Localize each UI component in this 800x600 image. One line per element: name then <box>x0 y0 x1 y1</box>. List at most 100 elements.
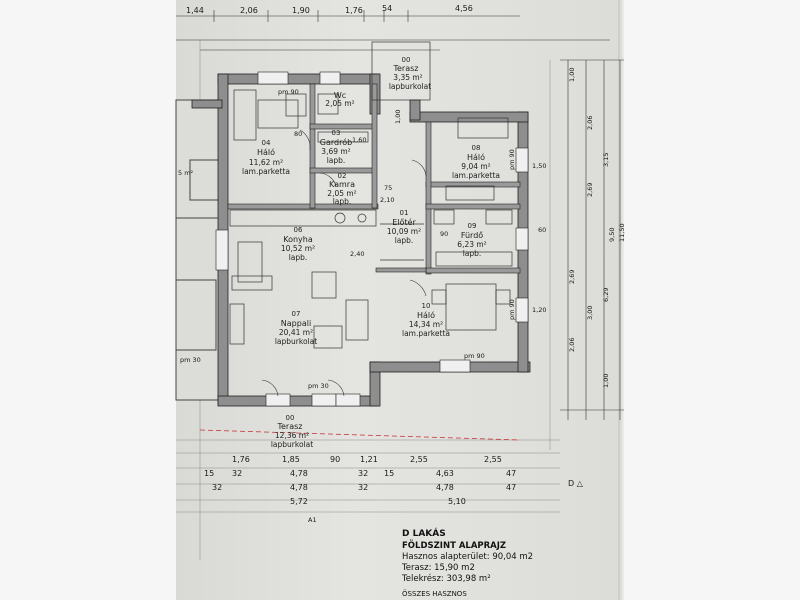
dim-160: 1,60 <box>352 136 366 144</box>
svg-text:Fürdő: Fürdő <box>461 231 483 240</box>
svg-text:00: 00 <box>402 56 411 64</box>
svg-text:Háló: Háló <box>467 152 485 162</box>
svg-text:03: 03 <box>332 129 341 137</box>
dim-210: 2,10 <box>380 196 394 204</box>
room-terrace-top: 00 Terasz 3,35 m² lapburkolat <box>389 56 431 91</box>
svg-text:Terasz: Terasz <box>276 422 302 431</box>
bottom-dim-r2-7: 47 <box>506 469 516 478</box>
dim-pm90-right2: pm 90 <box>508 299 516 320</box>
svg-text:07: 07 <box>292 310 301 318</box>
top-dim-5: 54 <box>382 4 392 13</box>
svg-text:Wc: Wc <box>334 91 346 100</box>
right-dim-300: 3,00 <box>586 306 594 320</box>
svg-text:lapb.: lapb. <box>333 197 352 206</box>
dim-60: 60 <box>538 226 546 234</box>
svg-text:04: 04 <box>262 139 271 147</box>
bottom-dim-r2-4: 32 <box>358 469 368 478</box>
top-dim-1: 1,44 <box>186 6 204 15</box>
section-marker: A1 <box>308 516 317 524</box>
bottom-dim-r4-2: 5,10 <box>448 497 466 506</box>
svg-text:Gardrób: Gardrób <box>320 137 352 147</box>
svg-text:lapb.: lapb. <box>327 156 346 165</box>
bottom-dim-r3-3: 32 <box>358 483 368 492</box>
title-line-6: ÖSSZES HASZNOS <box>402 589 467 598</box>
title-line-2: FÖLDSZINT ALAPRAJZ <box>402 540 506 551</box>
bottom-dim-r2-1: 15 <box>204 469 214 478</box>
room-terrace-bottom: 00 Terasz 12,36 m² lapburkolat <box>271 414 313 449</box>
svg-text:6,23 m²: 6,23 m² <box>457 240 486 249</box>
bottom-dim-r2-5: 15 <box>384 469 394 478</box>
svg-text:lapburkolat: lapburkolat <box>389 82 431 91</box>
svg-text:Nappali: Nappali <box>281 319 311 328</box>
svg-text:lapb.: lapb. <box>395 236 414 245</box>
bottom-dim-r1-6: 2,55 <box>484 455 502 464</box>
background-left <box>0 0 176 600</box>
side-marker: D △ <box>568 479 584 488</box>
svg-text:Konyha: Konyha <box>283 235 313 244</box>
right-dim-269: 2,69 <box>586 183 594 197</box>
right-dim-206-top: 2,06 <box>586 116 594 130</box>
svg-text:lapb.: lapb. <box>463 249 482 258</box>
dim-100: 1,00 <box>394 110 402 124</box>
svg-text:10,52 m²: 10,52 m² <box>281 244 315 253</box>
right-dim-629: 6,29 <box>602 288 610 302</box>
bottom-dim-r1-5: 2,55 <box>410 455 428 464</box>
bottom-dim-r2-3: 4,78 <box>290 469 308 478</box>
svg-text:lam.parketta: lam.parketta <box>402 329 450 338</box>
svg-text:20,41 m²: 20,41 m² <box>279 328 313 337</box>
windows <box>215 71 529 407</box>
svg-text:3,35 m²: 3,35 m² <box>393 73 422 82</box>
svg-text:01: 01 <box>400 209 409 217</box>
bottom-dim-r3-5: 47 <box>506 483 516 492</box>
interior-walls <box>227 83 521 275</box>
svg-text:Háló: Háló <box>417 310 435 320</box>
bottom-dim-r3-4: 4,78 <box>436 483 454 492</box>
dim-240: 2,40 <box>350 250 364 258</box>
svg-text:10: 10 <box>422 302 431 310</box>
room-bedroom-04: 04 Háló 11,62 m² lam.parketta <box>242 139 290 176</box>
svg-text:2,05 m²: 2,05 m² <box>325 99 354 108</box>
right-dim-269b: 2,69 <box>568 270 576 284</box>
dim-pm90-bedroom: pm 90 <box>464 352 485 360</box>
dim-pm90-top: pm 90 <box>278 88 299 96</box>
right-dimension-chains <box>560 59 624 420</box>
dim-90: 90 <box>440 230 448 238</box>
svg-text:00: 00 <box>286 414 295 422</box>
title-line-1: D LAKÁS <box>402 527 446 539</box>
bottom-dim-r3-1: 32 <box>212 483 222 492</box>
top-dimension-chain <box>176 10 610 51</box>
room-kitchen-06: 06 Konyha 10,52 m² lapb. <box>281 226 315 262</box>
top-dim-2: 2,06 <box>240 6 258 15</box>
dim-80: 80 <box>294 130 302 138</box>
dim-75: 75 <box>384 184 392 192</box>
room-pantry-02: 02 Kamra 2,05 m² lapb. <box>327 172 356 206</box>
title-line-4: Terasz: 15,90 m2 <box>401 563 475 573</box>
background-right <box>624 0 800 600</box>
right-dim-206b: 2,06 <box>568 338 576 352</box>
svg-text:Háló: Háló <box>257 147 275 157</box>
title-line-5: Telekrész: 303,98 m² <box>401 573 491 584</box>
title-line-3: Hasznos alapterület: 90,04 m2 <box>402 552 533 562</box>
bottom-dim-r1-3: 90 <box>330 455 340 464</box>
svg-text:3,69 m²: 3,69 m² <box>321 147 350 156</box>
door-swings <box>261 129 427 397</box>
dim-pm30-b: pm 30 <box>180 356 201 364</box>
neighbor-label-fragment: 5 m² <box>178 169 194 177</box>
svg-text:lam.parketta: lam.parketta <box>452 171 500 180</box>
neighbor-unit-left <box>175 99 221 401</box>
right-dim-315: 3,15 <box>602 153 610 167</box>
svg-text:lapb.: lapb. <box>289 253 308 262</box>
svg-text:2,05 m²: 2,05 m² <box>327 189 356 198</box>
svg-text:Terasz: Terasz <box>392 64 418 73</box>
room-wardrobe-03: 03 Gardrób 3,69 m² lapb. <box>320 129 352 165</box>
dim-pm90-right: pm 90 <box>508 149 516 170</box>
svg-text:9,04 m²: 9,04 m² <box>461 162 490 171</box>
bottom-dim-r1-4: 1,21 <box>360 455 378 464</box>
axis-lines <box>176 40 560 560</box>
right-dim-100-top: 1,00 <box>568 68 576 82</box>
top-dim-6: 4,56 <box>455 4 473 13</box>
furniture <box>229 41 513 349</box>
dim-120: 1,20 <box>532 306 546 314</box>
